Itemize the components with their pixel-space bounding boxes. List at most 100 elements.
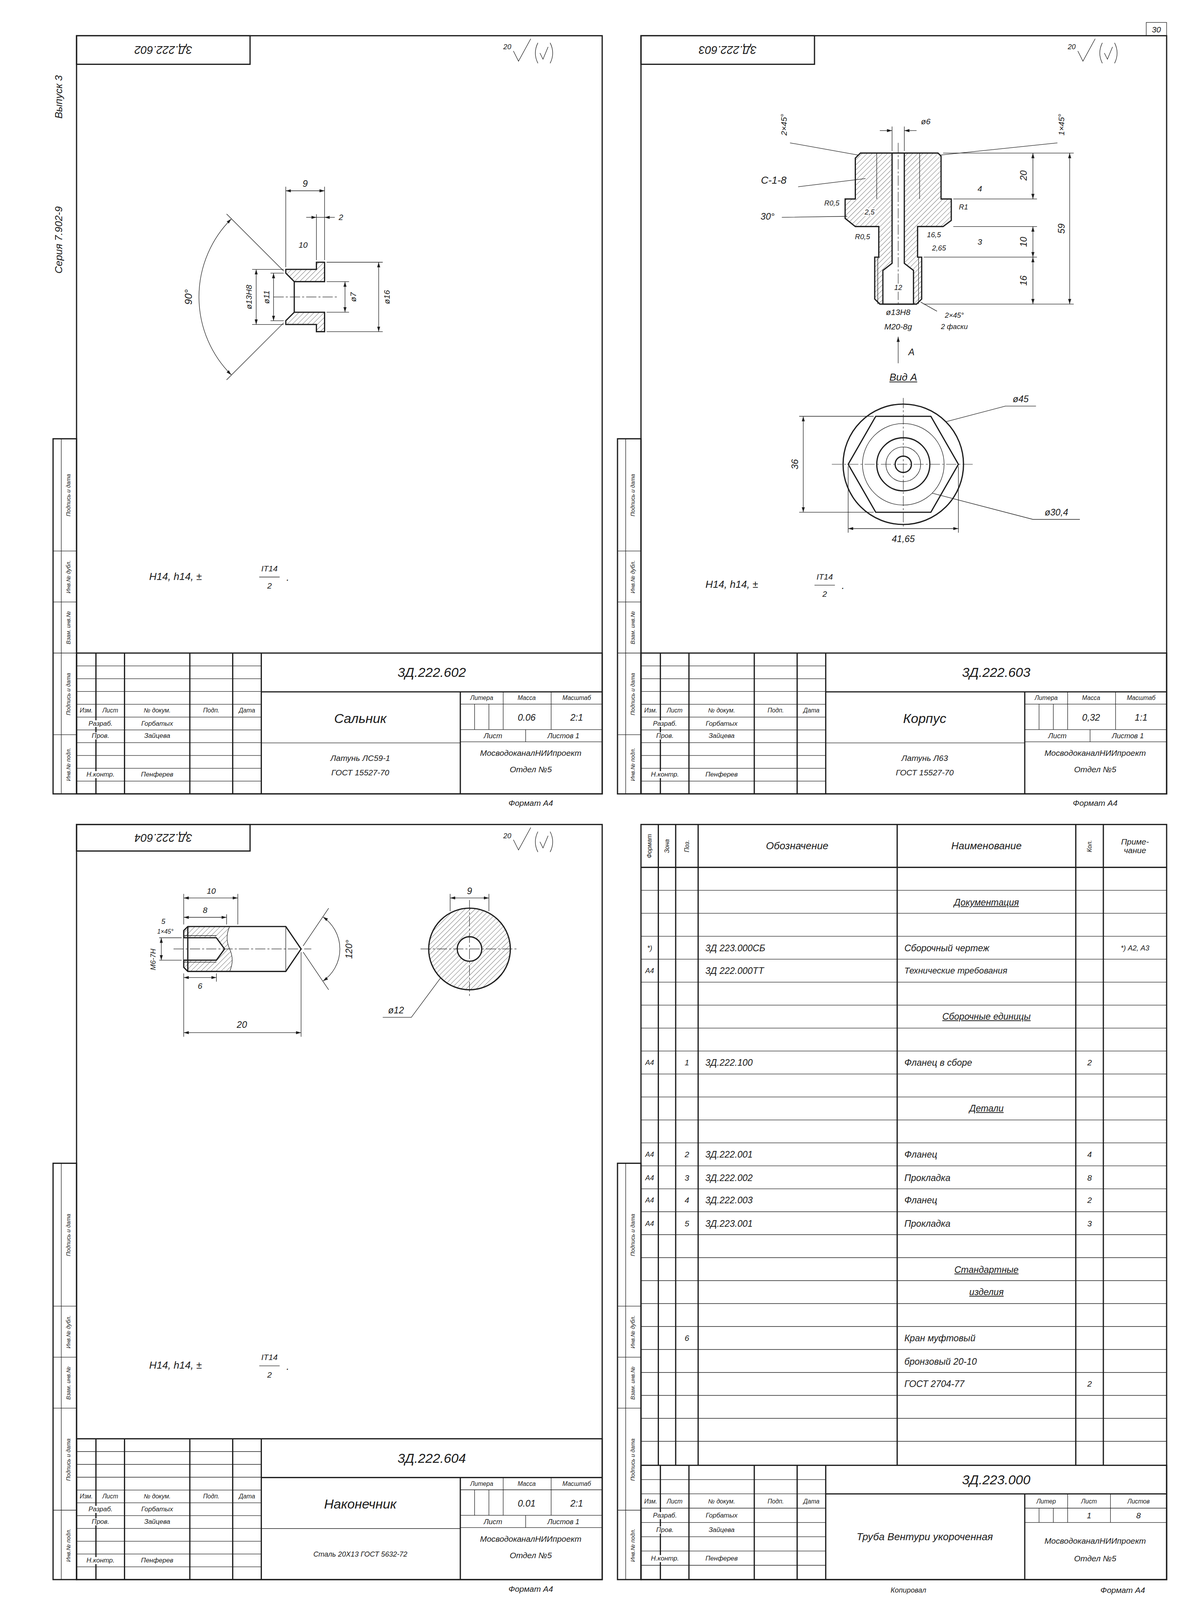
drawing-label: Лист — [101, 707, 119, 714]
drawing-label: Формат — [646, 833, 653, 860]
drawing-label: Сальник — [332, 711, 389, 726]
drawing-label: Н.контр. — [85, 771, 116, 779]
drawing-label: 3Д.222.002 — [704, 1172, 754, 1183]
drawing-label: R0,5 — [823, 199, 841, 207]
drawing-label: 20 — [502, 832, 513, 840]
drawing-label: А4 — [644, 1058, 656, 1067]
drawing-label: . — [840, 580, 846, 591]
drawing-label: Отдел №5 — [508, 765, 554, 774]
drawing-label: ГОСТ 15527-70 — [895, 768, 955, 777]
drawing-label: Лист — [1047, 732, 1068, 740]
tip-drawing — [159, 893, 519, 1037]
drawing-label: Изм. — [643, 707, 658, 714]
drawing-label: Зайцева — [143, 732, 171, 740]
drawing-label: Листов — [1126, 1498, 1151, 1505]
drawing-label: Листов 1 — [546, 1517, 581, 1526]
drawing-label: А4 — [644, 1150, 656, 1159]
drawing-label: 3Д 222.000ТТ — [704, 965, 765, 976]
drawing-label: *) — [646, 944, 654, 953]
drawing-label: 3Д.222.603 — [960, 665, 1032, 680]
drawing-label: 2 — [683, 1150, 691, 1159]
drawing-label: Формат А4 — [507, 1584, 554, 1594]
drawing-label: 16,5 — [926, 230, 942, 239]
drawing-label: *) А2, А3 — [1119, 944, 1150, 953]
drawing-label: Пенферев — [704, 771, 739, 779]
drawing-label: H14, h14, ± — [148, 571, 204, 582]
drawing-label: 10 — [205, 886, 217, 896]
drawing-label: Взам. инв.№ — [66, 610, 72, 645]
drawing-label: Латунь Л63 — [900, 753, 949, 763]
drawing-label: Подпись и дата — [630, 1213, 637, 1257]
drawing-label: 3Д.222.604 — [395, 1451, 468, 1466]
drawing-label: ГОСТ 15527-70 — [330, 768, 391, 777]
drawing-label: 3Д.223.001 — [704, 1219, 754, 1229]
drawing-label: 90° — [183, 288, 194, 307]
drawing-label: 10 — [297, 240, 309, 250]
drawing-label: 3Д 223.000СБ — [704, 943, 767, 954]
drawing-label: Кран муфтовый — [903, 1333, 977, 1343]
drawing-label: . — [285, 1361, 291, 1372]
drawing-label: 1:1 — [1133, 712, 1149, 723]
drawing-label: Лист — [665, 1498, 684, 1505]
drawing-label: бронзовый 20-10 — [903, 1356, 978, 1367]
drawing-label: 20 — [1066, 43, 1077, 51]
drawing-label: Подпись и дата — [66, 672, 72, 717]
drawing-label: 20 — [1018, 169, 1029, 182]
drawing-label: 3 — [683, 1173, 691, 1183]
drawing-label: IT14 — [815, 572, 835, 582]
drawing-label: Формат А4 — [1099, 1585, 1146, 1595]
drawing-label: 6 — [196, 981, 204, 991]
drawing-label: № докум. — [143, 707, 172, 714]
drawing-label: Зайцева — [143, 1518, 171, 1526]
drawing-label: Разраб. — [87, 1506, 114, 1514]
drawing-label: 2 — [821, 589, 829, 599]
drawing-label: Копировал — [889, 1586, 928, 1594]
drawing-label: Лист — [665, 707, 684, 714]
drawing-label: изделия — [968, 1287, 1005, 1298]
drawing-label: М20-8g — [883, 322, 913, 332]
drawing-label: Наконечник — [322, 1497, 398, 1512]
drawing-label: 5 — [160, 918, 167, 926]
drawing-label: Разраб. — [652, 720, 678, 728]
drawing-label: Приме- чание — [1111, 837, 1159, 855]
drawing-label: А — [907, 347, 916, 358]
drawing-label: МосводоканалНИИпроект — [479, 748, 583, 758]
drawing-label: 3 — [1086, 1219, 1094, 1228]
drawing-label: 1 — [683, 1058, 691, 1067]
drawing-label: Обозначение — [764, 840, 830, 852]
drawing-label: ГОСТ 2704-77 — [903, 1379, 966, 1390]
drawing-label: Поз. — [683, 839, 690, 853]
drawing-label: 6 — [683, 1333, 691, 1343]
drawing-label: Детали — [968, 1103, 1005, 1114]
drawing-label: 2 — [337, 213, 345, 222]
drawing-label: Инв.№ подл. — [630, 747, 637, 783]
drawing-label: Подп. — [202, 1492, 221, 1500]
drawing-label: ø6 — [920, 117, 932, 126]
drawing-label: 1 — [1085, 1511, 1093, 1520]
drawing-label: 20 — [235, 1020, 249, 1030]
drawing-label: Лист — [483, 732, 503, 740]
drawing-label: Листов 1 — [546, 732, 581, 740]
drawing-label: МосводоканалНИИпроект — [1043, 748, 1147, 758]
drawing-label: 59 — [1056, 222, 1067, 235]
drawing-label: 2:1 — [569, 712, 584, 723]
drawing-label: Лист — [101, 1492, 119, 1500]
drawing-label: R0,5 — [853, 232, 871, 241]
drawing-label: 3 — [976, 237, 984, 247]
drawing-label: Дата — [802, 707, 821, 714]
drawing-label: 0.06 — [516, 712, 537, 723]
drawing-label: 4 — [976, 184, 984, 194]
drawing-label: 3Д.222.001 — [704, 1149, 754, 1160]
drawing-label: Дата — [802, 1498, 821, 1505]
drawing-label: 3Д.222.602 — [395, 665, 468, 680]
drawing-label: Дата — [238, 707, 256, 714]
drawing-label: Технические требования — [903, 966, 1009, 976]
drawing-label: 2 — [1086, 1195, 1094, 1205]
drawing-label: 2 фаски — [939, 322, 969, 331]
drawing-label: Пенферев — [704, 1555, 739, 1563]
drawing-label: Н.контр. — [649, 771, 680, 779]
drawing-label: Сборочный чертеж — [903, 943, 991, 954]
drawing-label: 5 — [683, 1219, 691, 1228]
drawing-label: ø12 — [386, 1005, 405, 1016]
